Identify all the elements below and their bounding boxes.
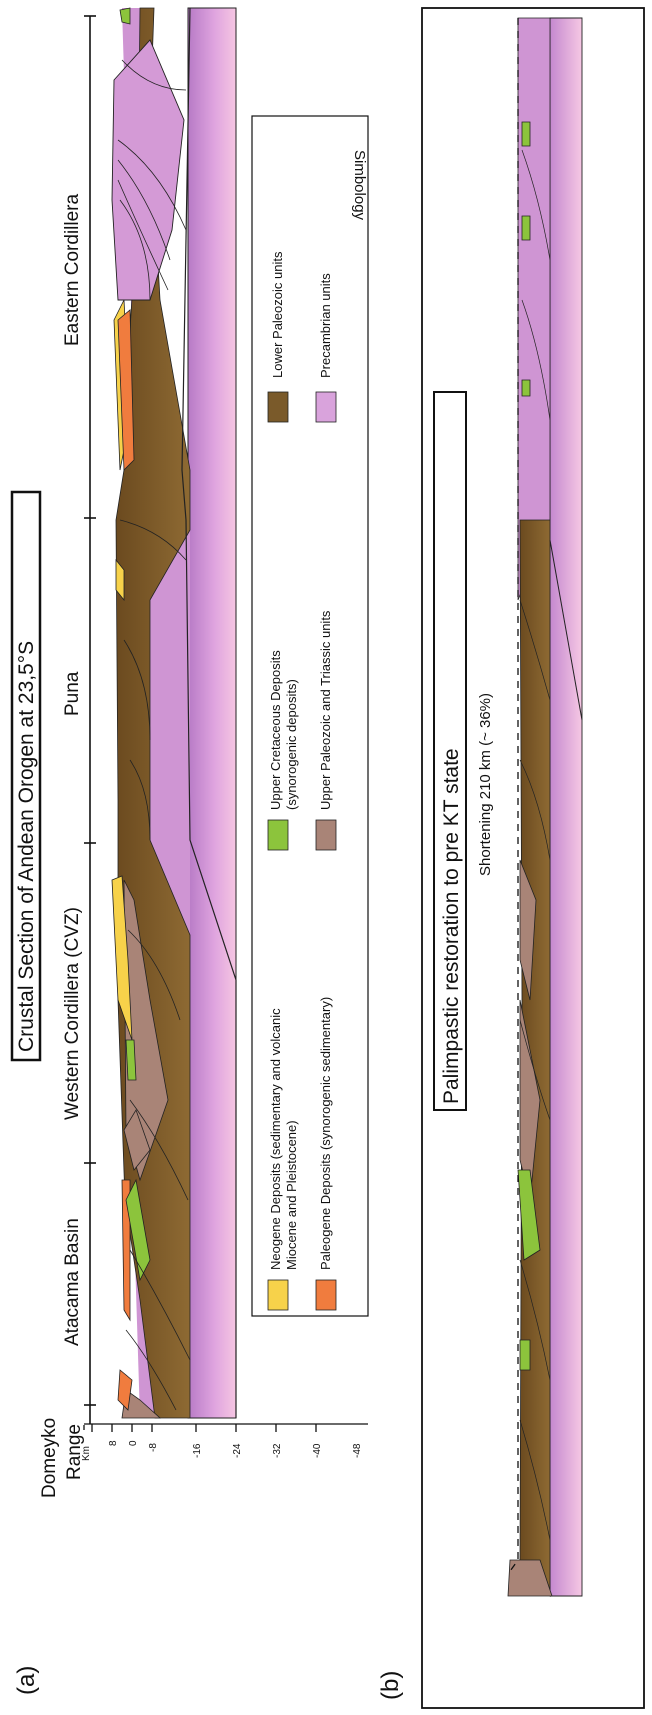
depth-tick-label: -8 xyxy=(148,1443,159,1452)
region-axis xyxy=(84,16,96,1424)
legend-label-paleogene: Paleogene Deposits (synorogenic sediment… xyxy=(318,997,333,1270)
restored-precambrian-layer xyxy=(550,18,582,1596)
region-label-eastern-cordillera: Eastern Cordillera xyxy=(62,194,83,346)
legend-swatch-precambrian xyxy=(316,392,336,422)
panel-b-label: (b) xyxy=(377,1671,404,1700)
restored-cretaceous xyxy=(520,1340,530,1370)
depth-tick-label: 8 xyxy=(108,1440,119,1446)
depth-tick-label: -32 xyxy=(272,1443,283,1458)
cretaceous-deposit xyxy=(126,1040,136,1080)
panel-b-subtitle: Shortening 210 km (~ 36%) xyxy=(477,693,494,876)
panel-a-label: (a) xyxy=(13,1666,40,1695)
precambrian-thrust-sheet xyxy=(112,40,184,300)
legend-label-cretaceous-line1: Upper Cretaceous Deposits xyxy=(268,650,283,810)
panel-a: (a) Km 8 0 -8 -16 -24 -32 -40 -48 xyxy=(12,8,368,1695)
legend-swatch-lower-paleozoic xyxy=(268,392,288,422)
depth-tick-label: -24 xyxy=(232,1443,243,1458)
region-label-range: Range xyxy=(64,1424,85,1480)
depth-tick-label: -16 xyxy=(192,1443,203,1458)
legend-label-precambrian: Precambrian units xyxy=(318,273,333,378)
depth-tick-label: -48 xyxy=(352,1443,363,1458)
region-label-western-cordillera: Western Cordillera (CVZ) xyxy=(62,907,83,1120)
precambrian-layer xyxy=(188,8,236,1418)
restored-cretaceous xyxy=(522,216,530,240)
panel-b: (b) Palimpastic restoration to pre KT st… xyxy=(377,8,644,1708)
legend-label-neogene-line2: Miocene and Pleistocene) xyxy=(284,1120,299,1270)
depth-tick-label: 0 xyxy=(128,1440,139,1446)
legend-label-cretaceous-line2: (synorogenic deposits) xyxy=(284,679,299,810)
legend-swatch-neogene xyxy=(268,1280,288,1310)
legend-label-lower-paleozoic: Lower Paleozoic units xyxy=(270,251,285,378)
region-label-puna: Puna xyxy=(62,671,83,716)
legend-label-upper-paleozoic: Upper Paleozoic and Triassic units xyxy=(318,610,333,810)
legend-swatch-upper-paleozoic xyxy=(316,820,336,850)
legend-label-neogene-line1: Neogene Deposits (sedimentary and volcan… xyxy=(268,1008,283,1270)
cretaceous-deposit xyxy=(120,8,130,24)
region-label-domeyko: Domeyko xyxy=(39,1418,60,1498)
panel-b-title: Palimpastic restoration to pre KT state xyxy=(440,748,463,1104)
legend-swatch-paleogene xyxy=(316,1280,336,1310)
legend-title: Simbology xyxy=(351,150,368,221)
region-label-atacama-basin: Atacama Basin xyxy=(62,1218,83,1346)
depth-tick-label: -40 xyxy=(312,1443,323,1458)
depth-axis xyxy=(84,1424,368,1432)
restored-cretaceous xyxy=(522,122,530,146)
restored-precambrian-upper xyxy=(518,18,550,600)
legend: Simbology Neogene Deposits (sedimentary … xyxy=(252,116,368,1316)
crustal-section xyxy=(112,8,236,1418)
legend-swatch-cretaceous xyxy=(268,820,288,850)
restored-cretaceous xyxy=(522,380,530,396)
panel-a-title: Crustal Section of Andean Orogen at 23,5… xyxy=(15,641,38,1052)
